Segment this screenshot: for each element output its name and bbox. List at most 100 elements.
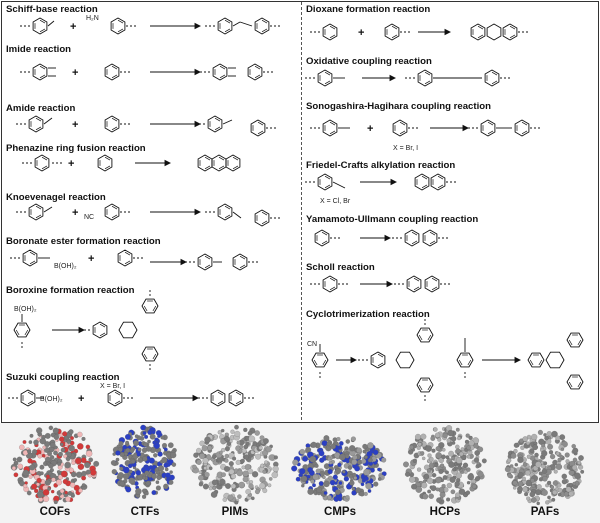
atom-sphere [57,461,62,466]
atom-sphere [449,476,456,483]
atom-sphere [134,434,139,439]
double-bond [99,332,106,337]
atom-sphere [521,476,526,481]
atom-sphere [196,447,202,454]
atom-sphere [144,470,150,476]
atom-sphere [60,442,64,447]
arrow-head [180,258,188,266]
atom-sphere [537,429,543,435]
atom-sphere [161,456,168,463]
atom-sphere [377,477,382,481]
atom-sphere [204,472,210,478]
atom-sphere [163,483,169,490]
atom-sphere [412,458,417,463]
atom-sphere [552,480,558,486]
double-bond [35,117,42,122]
double-bond [421,175,428,180]
benzene-ring [430,173,446,191]
atom-sphere [526,454,532,459]
atom-sphere [153,453,158,458]
atom-sphere [425,445,432,452]
atom-sphere [310,479,315,484]
atom-sphere [438,469,444,474]
double-bond [239,264,246,269]
atom-sphere [448,461,455,468]
double-bond [458,359,463,366]
atom-sphere [47,451,52,457]
double-bond [324,80,331,85]
atom-sphere [37,491,44,498]
atom-sphere [571,444,576,449]
atom-sphere [44,432,51,439]
atom-sphere [434,432,441,438]
atom-sphere [148,457,155,464]
benzene-ring [480,119,496,137]
atom-sphere [115,457,120,462]
atom-sphere [198,474,204,481]
atom-sphere [267,483,272,488]
double-bond [521,121,528,126]
atom-sphere [156,475,162,481]
double-bond [313,359,318,366]
atom-sphere [38,497,44,502]
atom-sphere [309,455,317,463]
double-bond [204,255,211,260]
atom-sphere [323,480,330,488]
atom-sphere [255,453,262,460]
atom-sphere [377,467,381,472]
double-bond [431,277,438,282]
arrow-head [386,280,394,288]
atom-sphere [207,445,213,451]
double-bond [391,25,398,30]
benzene-ring [424,275,440,293]
benzene-ring [117,249,133,267]
atom-sphere [477,470,484,478]
double-bond [27,400,34,405]
atom-sphere [541,489,548,496]
double-bond [487,121,494,126]
atom-sphere [411,483,417,490]
benzene-ring [107,389,123,407]
title-phenazine: Phenazine ring fusion reaction [6,143,146,154]
double-bond [114,400,121,405]
atom-sphere [349,445,356,452]
atom-sphere [217,430,222,435]
double-bond [224,28,231,33]
double-bond [509,34,516,39]
atom-sphere [409,476,416,483]
atom-sphere [160,435,165,440]
arrow-head [389,74,397,82]
double-bond [39,28,46,33]
atom-sphere [335,489,341,495]
nitrile-label: NC [84,214,95,221]
atom-sphere [248,435,256,443]
bond [332,181,346,189]
benzene-ring [322,119,338,137]
double-bond [111,205,118,210]
atom-sphere [529,491,536,498]
atom-sphere [198,470,202,474]
atom-sphere [158,465,165,472]
atom-sphere [221,448,226,453]
double-bond [219,65,226,70]
atom-sphere [530,478,535,483]
atom-sphere [237,494,242,499]
atom-sphere [234,500,239,505]
atom-sphere [33,439,39,445]
atom-sphere [572,447,579,454]
atom-sphere [557,483,562,488]
atom-sphere [477,446,484,453]
atom-sphere [326,441,331,447]
atom-sphere [268,454,275,461]
atom-sphere [315,468,321,474]
atom-sphere [132,453,139,460]
double-bond [568,381,573,388]
triazine-ring [395,351,415,369]
double-bond [261,28,268,33]
atom-sphere [451,456,456,461]
atom-sphere [133,440,139,447]
atom-sphere [441,454,446,460]
benzene-ring [416,327,434,343]
plus-sign: + [367,123,373,135]
atom-sphere [60,470,68,478]
